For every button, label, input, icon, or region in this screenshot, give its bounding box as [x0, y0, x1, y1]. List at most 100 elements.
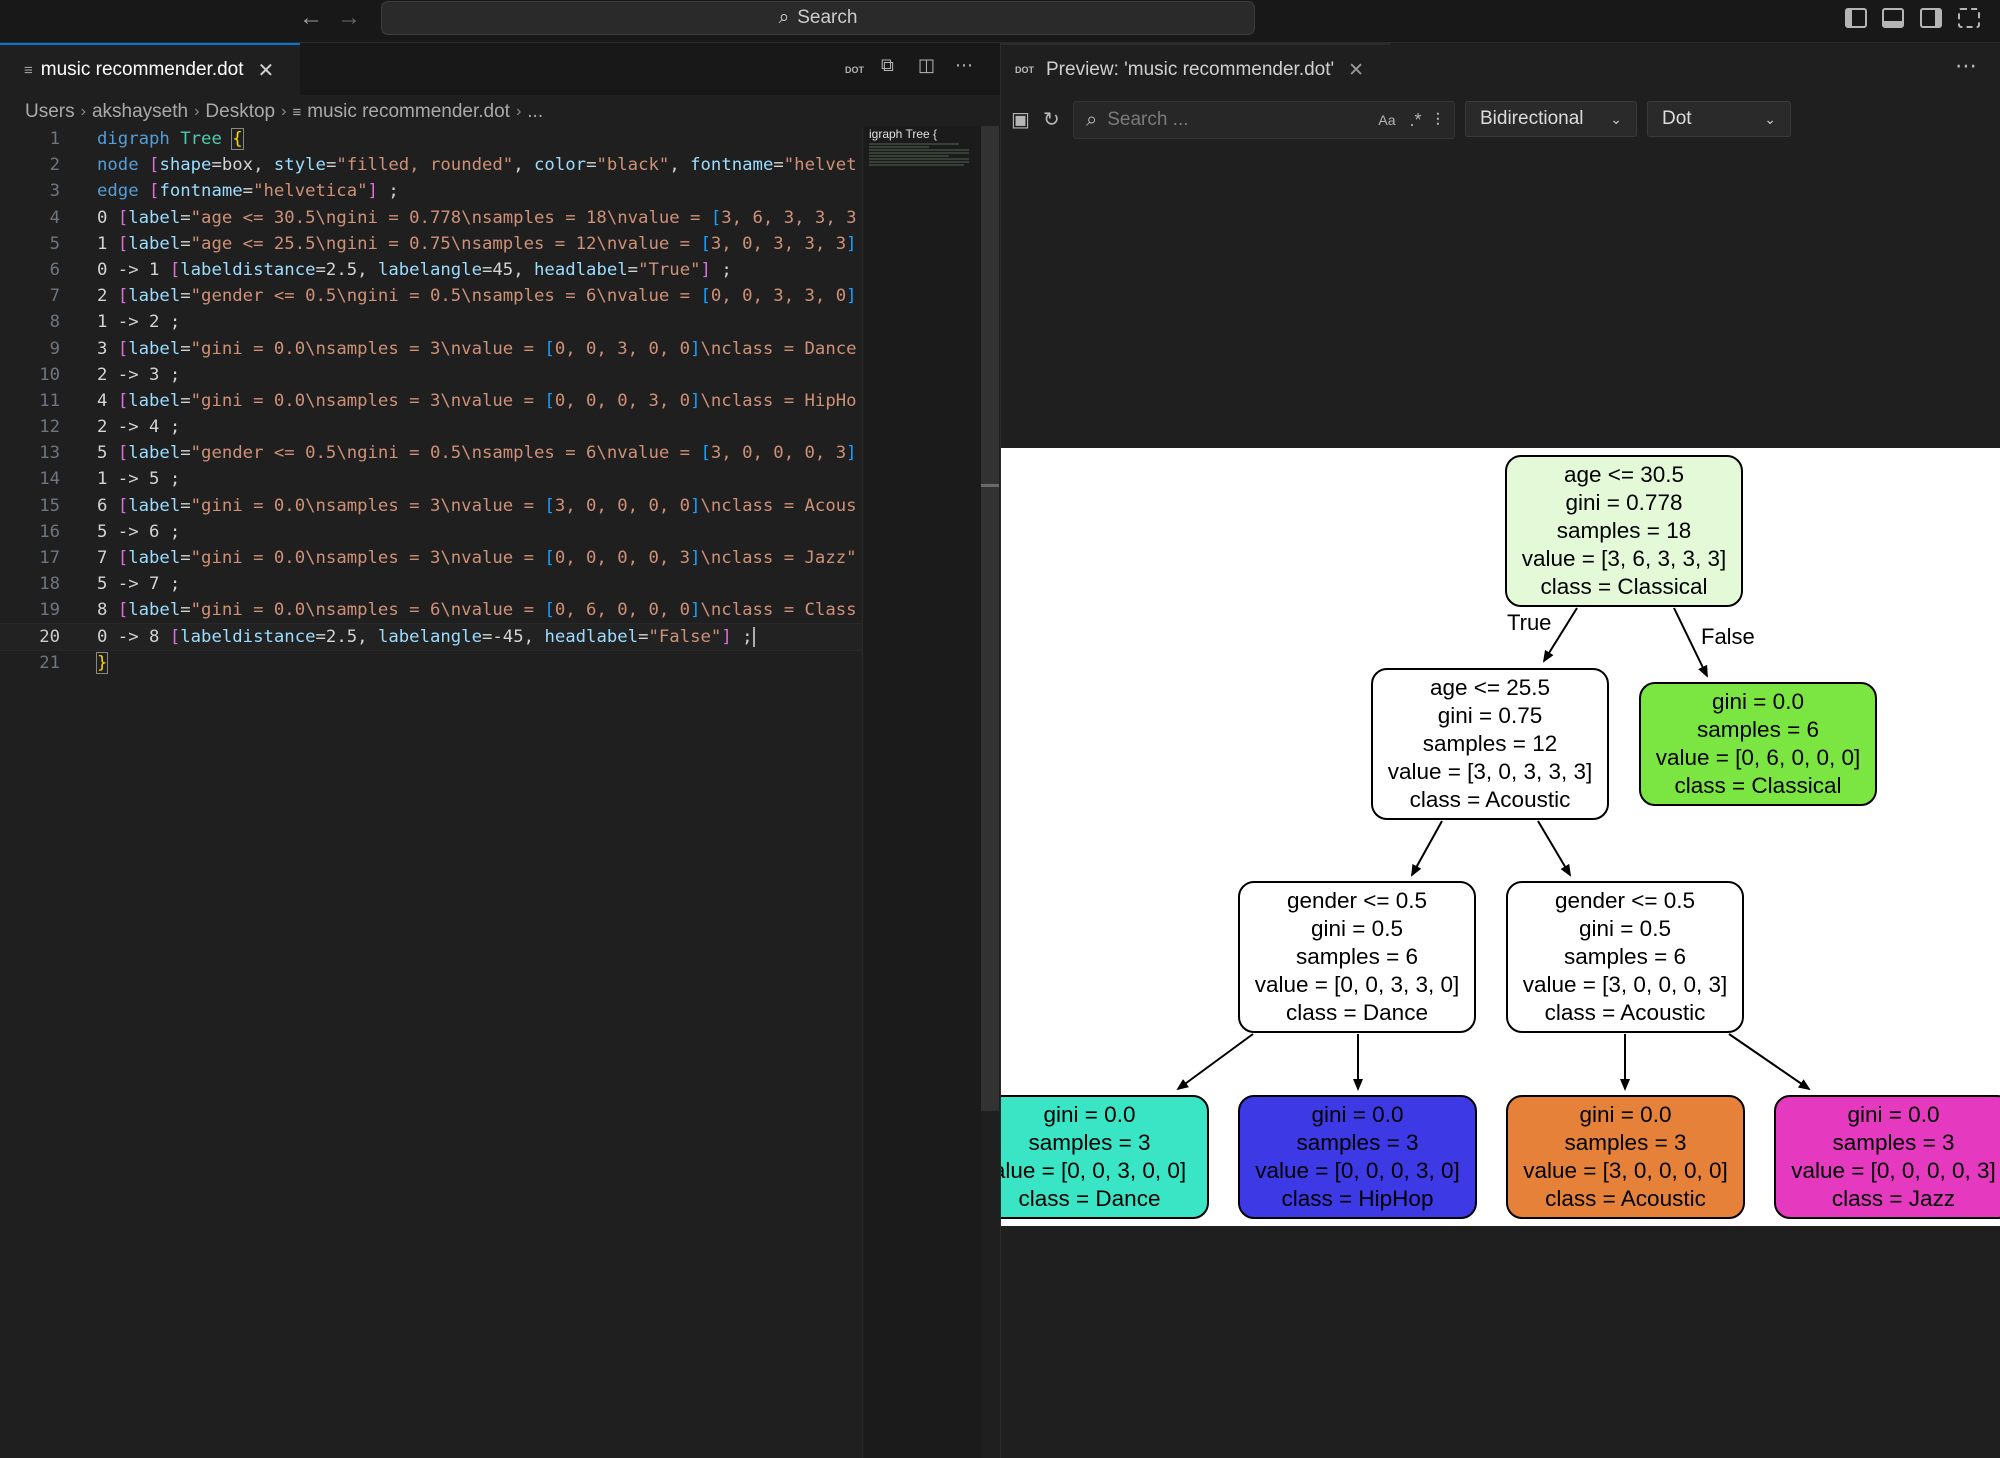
forward-arrow-icon[interactable]: → [337, 4, 361, 31]
code-token: 8 [97, 600, 118, 621]
code-token: , [513, 155, 535, 176]
chevron-right-icon: › [515, 103, 522, 120]
code-token: 3, 0, 0, 0, 3 [710, 443, 847, 464]
breadcrumb-users[interactable]: Users [25, 101, 75, 122]
code-token: label [128, 233, 181, 254]
node-line: class = Dance [1018, 1186, 1161, 1211]
code-token: "gini = 0.0\nsamples = 3\nvalue = [190, 548, 545, 568]
code-line[interactable]: 21} [0, 650, 862, 676]
code-token: 2 -> 4 ; [97, 417, 181, 438]
regex-toggle-icon[interactable]: .* [1409, 109, 1422, 130]
engine-select[interactable]: Dot ⌄ [1647, 101, 1791, 137]
preview-search-box[interactable]: ⌕ Search ... Aa .* ⫶ [1073, 101, 1455, 139]
breadcrumb-user[interactable]: akshayseth [91, 101, 189, 122]
code-token: ; [710, 259, 732, 280]
more-actions-icon[interactable]: ⋯ [1955, 53, 1977, 78]
node-line: gini = 0.0 [1043, 1102, 1136, 1127]
close-icon[interactable]: ✕ [257, 59, 275, 82]
search-input[interactable]: Search ... [1107, 109, 1189, 130]
graph-edges [1176, 607, 1811, 1091]
code-token: style [273, 155, 326, 176]
code-token: [ [149, 155, 160, 176]
breadcrumb-file[interactable]: music recommender.dot [307, 101, 510, 122]
refresh-icon[interactable]: ↻ [1043, 109, 1060, 131]
filter-options-icon[interactable]: ⫶ [1435, 109, 1441, 130]
tab-music-recommender[interactable]: ≡ music recommender.dot ✕ [0, 43, 300, 95]
toggle-primary-sidebar-icon[interactable] [1845, 8, 1867, 28]
node-line: samples = 3 [1028, 1130, 1151, 1155]
code-token: 3, 6, 3, 3, 3 [721, 207, 857, 228]
save-icon[interactable]: ▣ [1011, 109, 1030, 131]
code-token: 0, 0, 3, 3, 0 [710, 286, 847, 307]
code-token: ] [846, 286, 857, 307]
direction-select[interactable]: Bidirectional ⌄ [1465, 101, 1637, 137]
minimap-line [869, 158, 969, 160]
code-token: , [669, 155, 691, 176]
code-token: "gini = 0.0\nsamples = 3\nvalue = [190, 495, 545, 516]
code-token: ] [690, 495, 701, 516]
code-token: = [180, 233, 191, 254]
dot-preview-badge[interactable]: DOT [845, 65, 864, 75]
tree-edge-1-5 [1537, 820, 1572, 877]
tab-preview[interactable]: DOT Preview: 'music recommender.dot' ✕ [1001, 43, 1391, 95]
minimap-line [869, 155, 949, 157]
open-preview-icon[interactable]: ⧉ [881, 55, 894, 75]
code-token: "age <= 30.5\ngini = 0.778\nsamples = 18… [190, 207, 711, 228]
node-line: gender <= 0.5 [1286, 888, 1428, 913]
minimap[interactable]: igraph Tree { [862, 126, 981, 1458]
close-icon[interactable]: ✕ [1348, 59, 1365, 81]
editor-scrollbar[interactable] [981, 126, 999, 1111]
more-actions-icon[interactable]: ⋯ [955, 55, 973, 75]
breadcrumb-desktop[interactable]: Desktop [205, 101, 276, 122]
breadcrumb-symbol[interactable]: ... [527, 101, 544, 122]
code-token: edge [97, 181, 139, 202]
title-bar: ← → ⌕ Search [0, 0, 2000, 43]
code-token: ] [846, 443, 857, 464]
customize-layout-icon[interactable] [1958, 8, 1980, 28]
toggle-secondary-sidebar-icon[interactable] [1920, 8, 1942, 28]
code-token: [ [117, 338, 129, 359]
node-line: value = [0, 0, 0, 0, 3] [1791, 1158, 1996, 1183]
code-token: 3, 0, 3, 3, 3 [710, 233, 847, 254]
node-line: samples = 6 [1697, 717, 1819, 742]
node-line: gini = 0.0 [1847, 1102, 1940, 1127]
match-case-toggle[interactable]: Aa [1378, 112, 1396, 128]
code-token: = [180, 548, 191, 568]
back-arrow-icon[interactable]: ← [299, 4, 323, 31]
command-center-search[interactable]: ⌕ Search [381, 1, 1255, 35]
code-token: fontname [690, 155, 774, 176]
split-editor-icon[interactable]: ◫ [918, 55, 936, 75]
toggle-panel-icon[interactable] [1882, 8, 1904, 28]
